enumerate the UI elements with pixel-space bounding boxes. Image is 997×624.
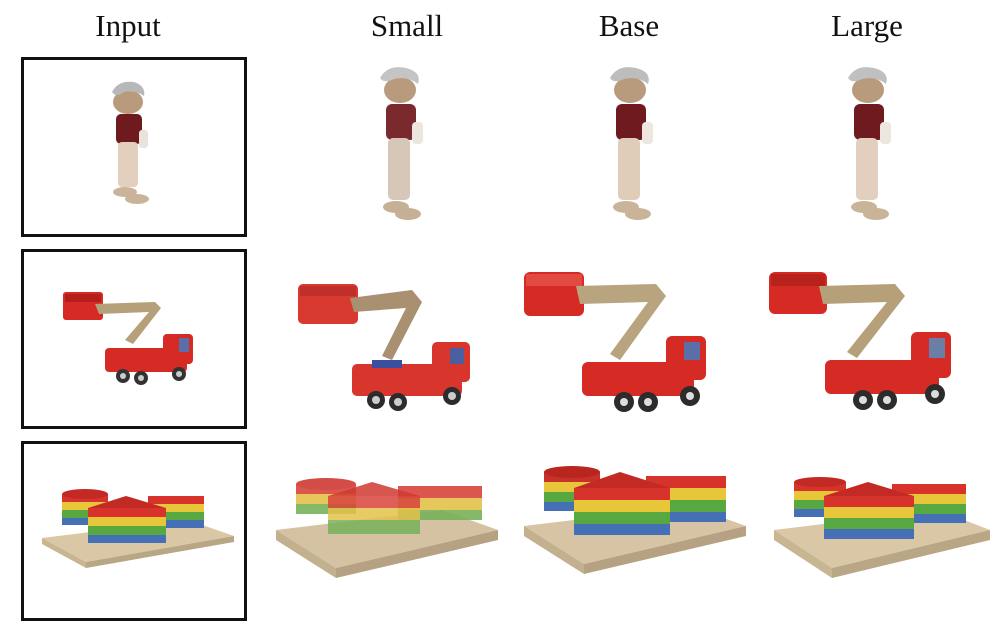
- header-large: Large: [831, 8, 903, 43]
- truck-large-image: [769, 272, 951, 410]
- header-base: Base: [598, 8, 660, 43]
- sorter-large-image: [774, 477, 990, 578]
- figure-input-image: [112, 81, 149, 204]
- sorter-small-image: [276, 478, 498, 578]
- figure-base-image: [610, 67, 653, 220]
- truck-small-image: [298, 284, 470, 411]
- sorter-input-image: [42, 489, 234, 568]
- truck-base-image: [524, 272, 706, 412]
- sorter-base-image: [524, 466, 746, 574]
- figure-small-image: [380, 67, 423, 220]
- figure-large-image: [848, 67, 891, 220]
- header-input: Input: [95, 8, 161, 43]
- header-small: Small: [370, 8, 444, 43]
- truck-input-image: [63, 292, 193, 385]
